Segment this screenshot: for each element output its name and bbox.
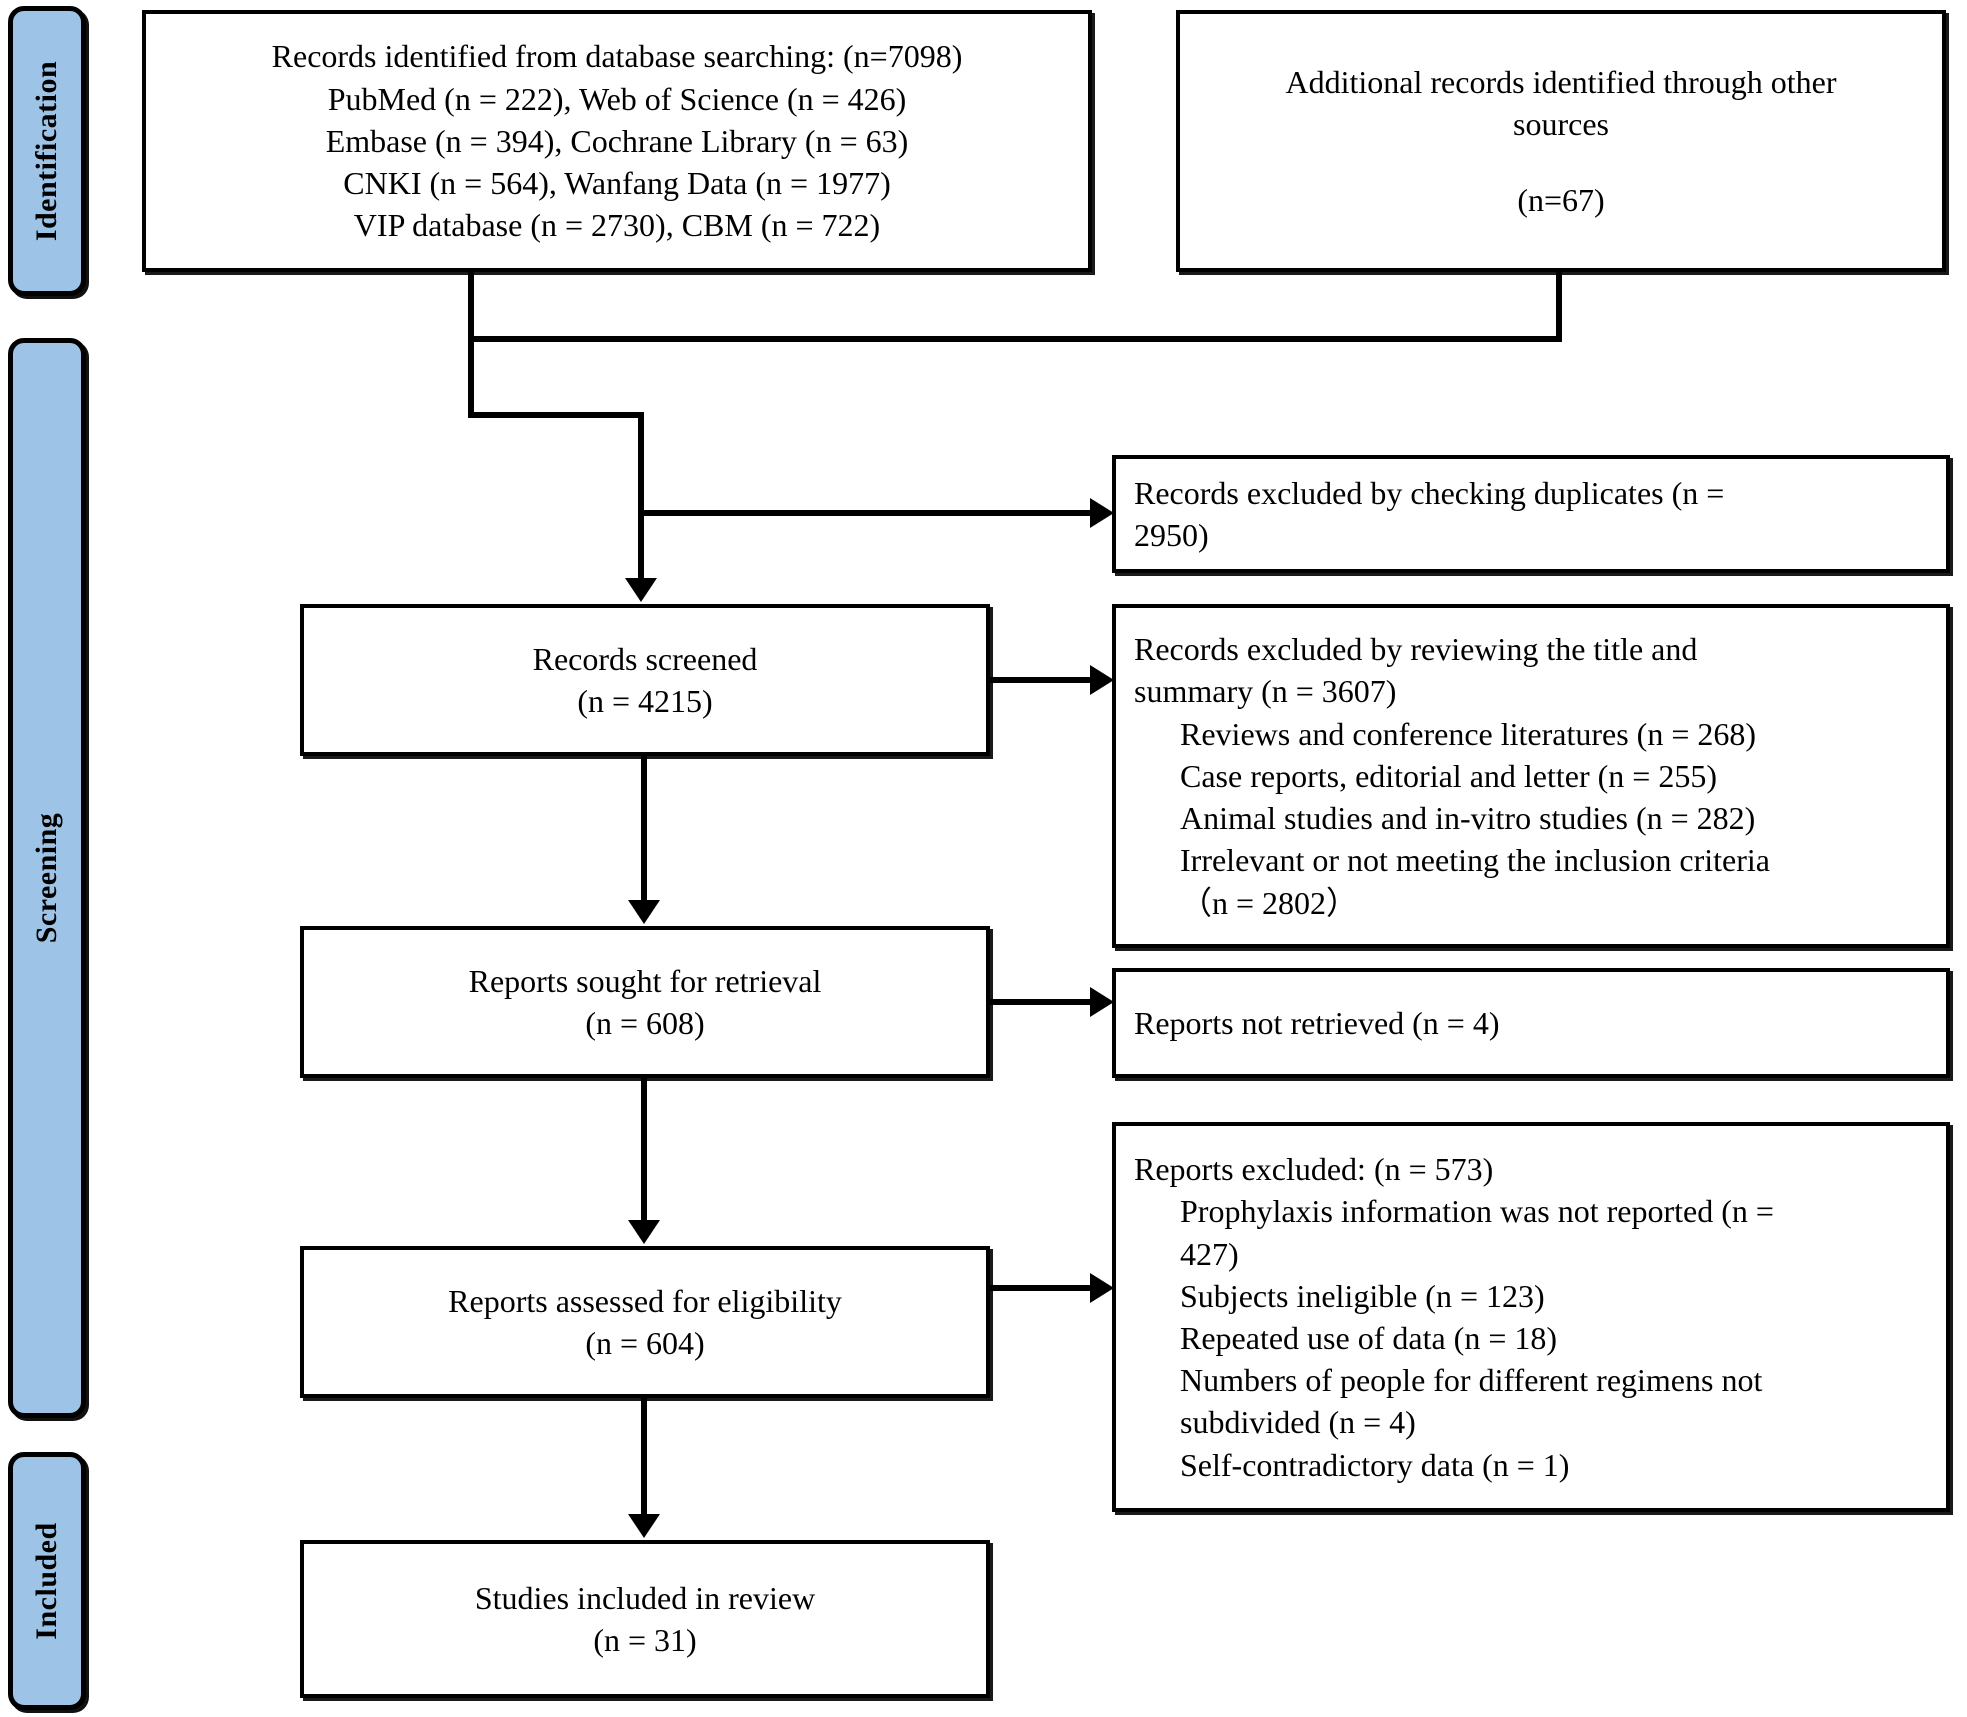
arrow-to-studies-included (628, 1514, 660, 1538)
connector-to-duplicates (638, 510, 1094, 516)
title-summary-line-1: Records excluded by reviewing the title … (1134, 631, 1698, 668)
connector-screened-to-sought (641, 756, 647, 906)
arrow-to-reports-not-retrieved (1090, 987, 1114, 1017)
additional-records-line-3: (n=67) (1517, 182, 1605, 219)
reports-assessed-line-1: Reports assessed for eligibility (448, 1282, 842, 1319)
connector-merge-bar (468, 336, 1562, 342)
box-reports-excluded: Reports excluded: (n = 573) Prophylaxis … (1112, 1122, 1950, 1512)
box-additional-records-content: Additional records identified through ot… (1180, 14, 1942, 268)
reports-excluded-line-7: subdivided (n = 4) (1180, 1404, 1416, 1441)
box-records-screened: Records screened (n = 4215) (300, 604, 990, 756)
reports-excluded-line-6: Numbers of people for different regimens… (1180, 1362, 1763, 1399)
box-title-summary-content: Records excluded by reviewing the title … (1116, 608, 1946, 944)
studies-included-line-2: (n = 31) (593, 1622, 697, 1658)
title-summary-line-2: summary (n = 3607) (1134, 673, 1397, 710)
reports-excluded-line-8: Self-contradictory data (n = 1) (1180, 1446, 1570, 1483)
stage-label-identification: Identification (30, 60, 63, 242)
title-summary-line-5: Animal studies and in-vitro studies (n =… (1180, 800, 1756, 837)
db-search-line-5: VIP database (n = 2730), CBM (n = 722) (353, 207, 881, 244)
box-reports-sought-content: Reports sought for retrieval (n = 608) (304, 930, 986, 1074)
reports-excluded-line-2: Prophylaxis information was not reported… (1180, 1193, 1774, 1230)
additional-records-line-2: sources (1513, 105, 1609, 142)
connector-assessed-to-included (641, 1398, 647, 1520)
reports-excluded-line-4: Subjects ineligible (n = 123) (1180, 1277, 1545, 1314)
additional-records-spacer (1198, 145, 1924, 179)
arrow-to-records-screened (625, 578, 657, 602)
db-search-line-2: PubMed (n = 222), Web of Science (n = 42… (327, 80, 907, 117)
box-additional-records: Additional records identified through ot… (1176, 10, 1946, 272)
connector-main-stem (638, 412, 644, 584)
box-database-search: Records identified from database searchi… (142, 10, 1092, 272)
box-title-summary-excluded: Records excluded by reviewing the title … (1112, 604, 1950, 948)
title-summary-line-6: Irrelevant or not meeting the inclusion … (1180, 842, 1770, 879)
reports-sought-line-2: (n = 608) (585, 1005, 705, 1041)
box-reports-not-retrieved-content: Reports not retrieved (n = 4) (1116, 972, 1946, 1074)
reports-sought-line-1: Reports sought for retrieval (468, 962, 822, 999)
arrow-to-title-summary-excluded (1090, 665, 1114, 695)
db-search-line-1: Records identified from database searchi… (271, 38, 963, 75)
title-summary-line-4: Case reports, editorial and letter (n = … (1180, 757, 1717, 794)
box-duplicates-content: Records excluded by checking duplicates … (1116, 459, 1946, 569)
arrow-to-duplicates (1090, 498, 1114, 528)
records-screened-line-2: (n = 4215) (577, 683, 713, 719)
box-duplicates-excluded: Records excluded by checking duplicates … (1112, 455, 1950, 573)
connector-assessed-to-excluded (990, 1285, 1094, 1291)
box-studies-included: Studies included in review (n = 31) (300, 1540, 990, 1698)
box-reports-assessed-content: Reports assessed for eligibility (n = 60… (304, 1250, 986, 1394)
connector-left-drop (468, 272, 474, 418)
db-search-line-3: Embase (n = 394), Cochrane Library (n = … (325, 122, 909, 159)
records-screened-line-1: Records screened (532, 640, 758, 677)
db-search-line-4: CNKI (n = 564), Wanfang Data (n = 1977) (343, 165, 891, 202)
stage-bar-identification: Identification (8, 6, 86, 296)
studies-included-line-1: Studies included in review (474, 1579, 816, 1616)
box-reports-assessed: Reports assessed for eligibility (n = 60… (300, 1246, 990, 1398)
title-summary-line-3: Reviews and conference literatures (n = … (1180, 715, 1757, 752)
box-studies-included-content: Studies included in review (n = 31) (304, 1544, 986, 1694)
stage-bar-included: Included (8, 1452, 86, 1710)
box-reports-excluded-content: Reports excluded: (n = 573) Prophylaxis … (1116, 1126, 1946, 1508)
connector-sought-to-assessed (641, 1078, 647, 1226)
box-database-search-content: Records identified from database searchi… (146, 14, 1088, 268)
duplicates-line-1: Records excluded by checking duplicates … (1134, 474, 1725, 511)
reports-not-retrieved-line-1: Reports not retrieved (n = 4) (1134, 1004, 1500, 1041)
arrow-to-reports-assessed (628, 1220, 660, 1244)
connector-right-drop (1556, 272, 1562, 342)
connector-merge-stub (468, 412, 644, 418)
stage-label-included: Included (30, 1522, 63, 1640)
stage-bar-screening: Screening (8, 338, 86, 1418)
box-reports-not-retrieved: Reports not retrieved (n = 4) (1112, 968, 1950, 1078)
arrow-to-reports-excluded (1090, 1273, 1114, 1303)
box-records-screened-content: Records screened (n = 4215) (304, 608, 986, 752)
connector-sought-to-not-retrieved (990, 999, 1094, 1005)
box-reports-sought: Reports sought for retrieval (n = 608) (300, 926, 990, 1078)
additional-records-line-1: Additional records identified through ot… (1285, 63, 1837, 100)
reports-excluded-line-5: Repeated use of data (n = 18) (1180, 1320, 1558, 1356)
stage-label-screening: Screening (30, 812, 63, 944)
reports-excluded-line-3: 427) (1180, 1235, 1239, 1272)
arrow-to-reports-sought (628, 900, 660, 924)
connector-screened-to-excluded (990, 677, 1094, 683)
reports-assessed-line-2: (n = 604) (585, 1325, 705, 1361)
duplicates-line-2: 2950) (1134, 517, 1209, 553)
title-summary-line-7: （n = 2802） (1180, 884, 1359, 921)
reports-excluded-line-1: Reports excluded: (n = 573) (1134, 1151, 1494, 1188)
